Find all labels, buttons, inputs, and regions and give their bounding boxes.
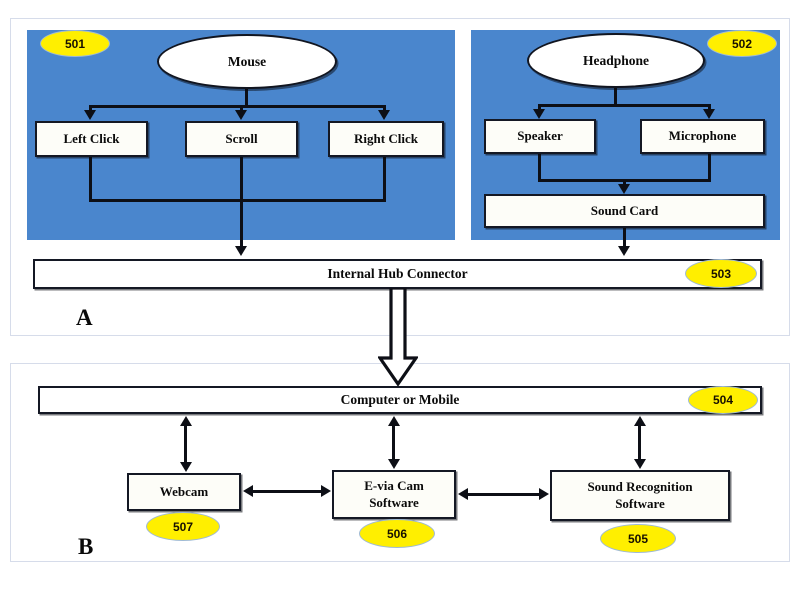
node-evia-cam-software[interactable]: E-via Cam Software <box>332 470 456 519</box>
arrow-sound-card-to-hub <box>618 246 630 256</box>
badge-504-computer-or-mobile: 504 <box>688 386 758 414</box>
badge-505-sound-recognition-software: 505 <box>600 524 676 553</box>
arrow-to-speaker <box>533 109 545 119</box>
node-scroll-label: Scroll <box>225 130 258 146</box>
node-sound-recognition-line1: Sound Recognition <box>587 479 693 495</box>
connector-headphone-bus <box>538 104 711 107</box>
arrow-to-right-click <box>378 110 390 120</box>
node-internal-hub-connector-label: Internal Hub Connector <box>327 265 468 281</box>
node-mouse-label: Mouse <box>227 53 267 69</box>
arrow-webcam-to-evia <box>321 485 331 497</box>
connector-headphone-stem <box>614 88 617 106</box>
node-sound-recognition-software-label: Sound Recognition Software <box>587 479 692 512</box>
connector-merge-to-sound-card <box>623 179 626 186</box>
node-webcam[interactable]: Webcam <box>127 473 241 511</box>
connector-sound-recognition-vertical <box>638 424 641 462</box>
node-headphone[interactable]: Headphone <box>527 33 705 88</box>
arrow-sound-recognition-to-evia <box>458 488 468 500</box>
arrow-evia-to-webcam <box>243 485 253 497</box>
arrow-to-microphone <box>703 109 715 119</box>
connector-mouse-stem <box>245 88 248 107</box>
node-evia-cam-software-line1: E-via Cam <box>364 478 424 494</box>
connector-scroll-to-hub <box>240 156 243 248</box>
arrow-computer-to-webcam <box>180 462 192 472</box>
node-microphone-label: Microphone <box>668 128 737 144</box>
arrow-to-scroll <box>235 110 247 120</box>
connector-headphone-to-microphone <box>708 104 711 111</box>
connector-mouse-to-left-click <box>89 105 92 112</box>
node-left-click[interactable]: Left Click <box>35 121 148 157</box>
connector-evia-vertical <box>392 424 395 462</box>
node-speaker-label: Speaker <box>517 128 563 144</box>
node-right-click-label: Right Click <box>354 130 418 146</box>
badge-507-webcam: 507 <box>146 512 220 541</box>
badge-501-mouse-group: 501 <box>40 30 110 57</box>
arrow-to-left-click <box>84 110 96 120</box>
node-computer-or-mobile[interactable]: Computer or Mobile <box>38 386 762 414</box>
badge-502-headphone-group: 502 <box>707 30 777 57</box>
node-headphone-label: Headphone <box>582 52 650 68</box>
connector-webcam-vertical <box>184 424 187 465</box>
node-speaker[interactable]: Speaker <box>484 119 596 154</box>
connector-left-click-down <box>89 156 92 202</box>
connector-right-click-down <box>383 156 386 202</box>
node-computer-or-mobile-label: Computer or Mobile <box>340 391 460 407</box>
node-right-click[interactable]: Right Click <box>328 121 444 157</box>
node-left-click-label: Left Click <box>63 130 120 146</box>
node-sound-card[interactable]: Sound Card <box>484 194 765 228</box>
node-webcam-label: Webcam <box>159 483 209 499</box>
connector-evia-sound-recognition <box>466 493 540 496</box>
connector-mouse-merge-bus <box>89 199 386 202</box>
arrow-mouse-group-to-hub <box>235 246 247 256</box>
connector-mouse-to-right-click <box>383 105 386 112</box>
connector-headphone-to-speaker <box>538 104 541 111</box>
node-sound-card-label: Sound Card <box>590 202 659 218</box>
node-evia-cam-software-line2: Software <box>369 494 419 510</box>
block-arrow-hub-to-computer <box>378 288 418 387</box>
connector-webcam-evia <box>251 490 323 493</box>
connector-mouse-bus <box>89 105 386 108</box>
node-sound-recognition-line2: Software <box>615 495 665 511</box>
node-sound-recognition-software[interactable]: Sound Recognition Software <box>550 470 730 521</box>
node-internal-hub-connector[interactable]: Internal Hub Connector <box>33 259 762 289</box>
connector-speaker-down <box>538 153 541 182</box>
node-evia-cam-software-label: E-via Cam Software <box>364 478 424 511</box>
node-mouse[interactable]: Mouse <box>157 34 337 89</box>
arrow-computer-to-sound-recognition <box>634 459 646 469</box>
arrow-computer-to-evia <box>388 459 400 469</box>
node-microphone[interactable]: Microphone <box>640 119 765 154</box>
badge-506-evia-cam-software: 506 <box>359 519 435 548</box>
arrow-sound-recognition-to-computer <box>634 416 646 426</box>
badge-503-internal-hub-connector: 503 <box>685 259 757 288</box>
node-scroll[interactable]: Scroll <box>185 121 298 157</box>
connector-microphone-down <box>708 153 711 182</box>
arrow-evia-to-sound-recognition <box>539 488 549 500</box>
arrow-evia-to-computer <box>388 416 400 426</box>
arrow-webcam-to-computer <box>180 416 192 426</box>
connector-sound-card-to-hub <box>623 228 626 248</box>
section-b-letter: B <box>78 534 94 559</box>
section-a-letter: A <box>76 305 93 330</box>
connector-mouse-to-scroll <box>240 105 243 112</box>
arrow-to-sound-card <box>618 184 630 194</box>
